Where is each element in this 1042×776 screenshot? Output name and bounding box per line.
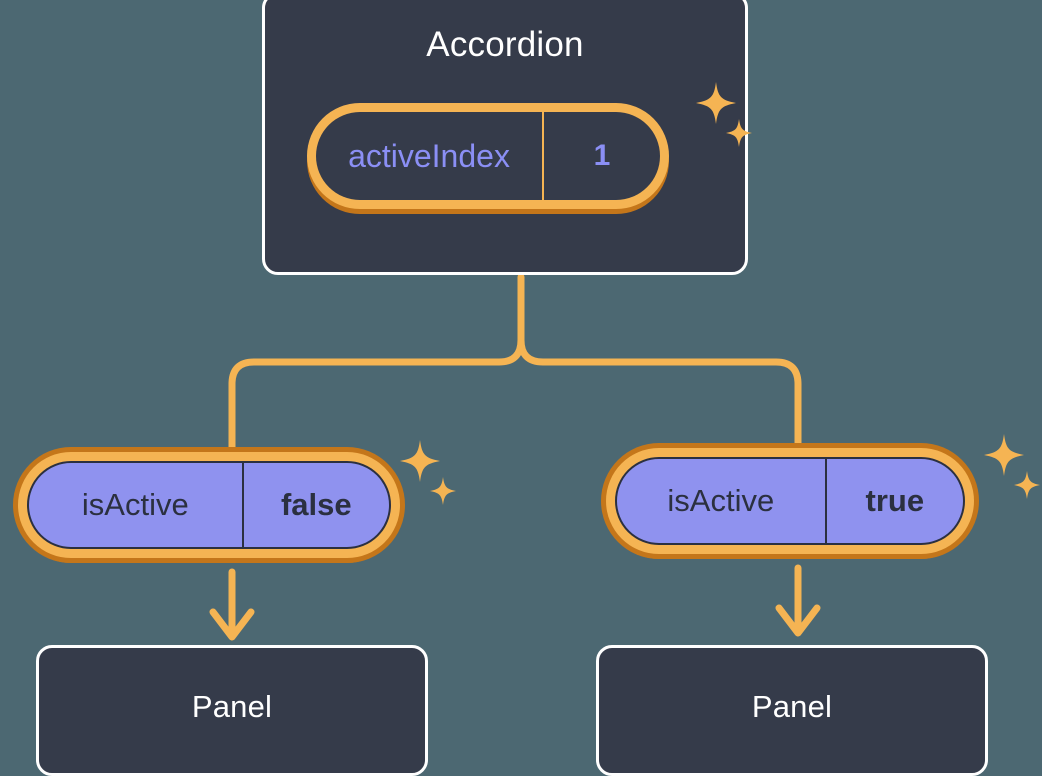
component-box-panel-right[interactable]: Panel (596, 645, 988, 776)
four-point-star-icon (400, 440, 456, 505)
state-pill-key: isActive (81, 487, 189, 522)
arrow-down-icon-right (775, 604, 821, 637)
state-pill-value: 1 (593, 139, 611, 172)
component-box-panel-left[interactable]: Panel (36, 645, 428, 776)
state-pill-highlight-ring: activeIndex 1 (307, 103, 669, 209)
state-pill-body: isActive false (27, 461, 391, 549)
state-pill-is-active-true[interactable]: isActive true (606, 448, 974, 554)
state-pill-value: true (824, 459, 963, 543)
connector-root-to-branches (517, 273, 802, 474)
component-title-accordion: Accordion (426, 25, 584, 64)
state-pill-active-index[interactable]: activeIndex 1 (307, 103, 669, 209)
state-pill-is-active-false[interactable]: isActive false (18, 452, 400, 558)
state-pill-body: activeIndex 1 (316, 112, 660, 200)
state-pill-highlight-ring: isActive false (18, 452, 400, 558)
state-pill-highlight-ring: isActive true (606, 448, 974, 554)
state-pill-value: false (241, 463, 389, 547)
connector-root-to-left-branch (228, 336, 525, 474)
component-title-panel-left: Panel (191, 689, 273, 724)
arrow-down-icon-left (209, 608, 255, 641)
component-title-panel-right: Panel (751, 689, 833, 724)
state-pill-key: isActive (667, 483, 775, 518)
state-pill-body: isActive true (615, 457, 965, 545)
state-pill-key: activeIndex (316, 112, 544, 200)
four-point-star-icon (984, 434, 1040, 499)
